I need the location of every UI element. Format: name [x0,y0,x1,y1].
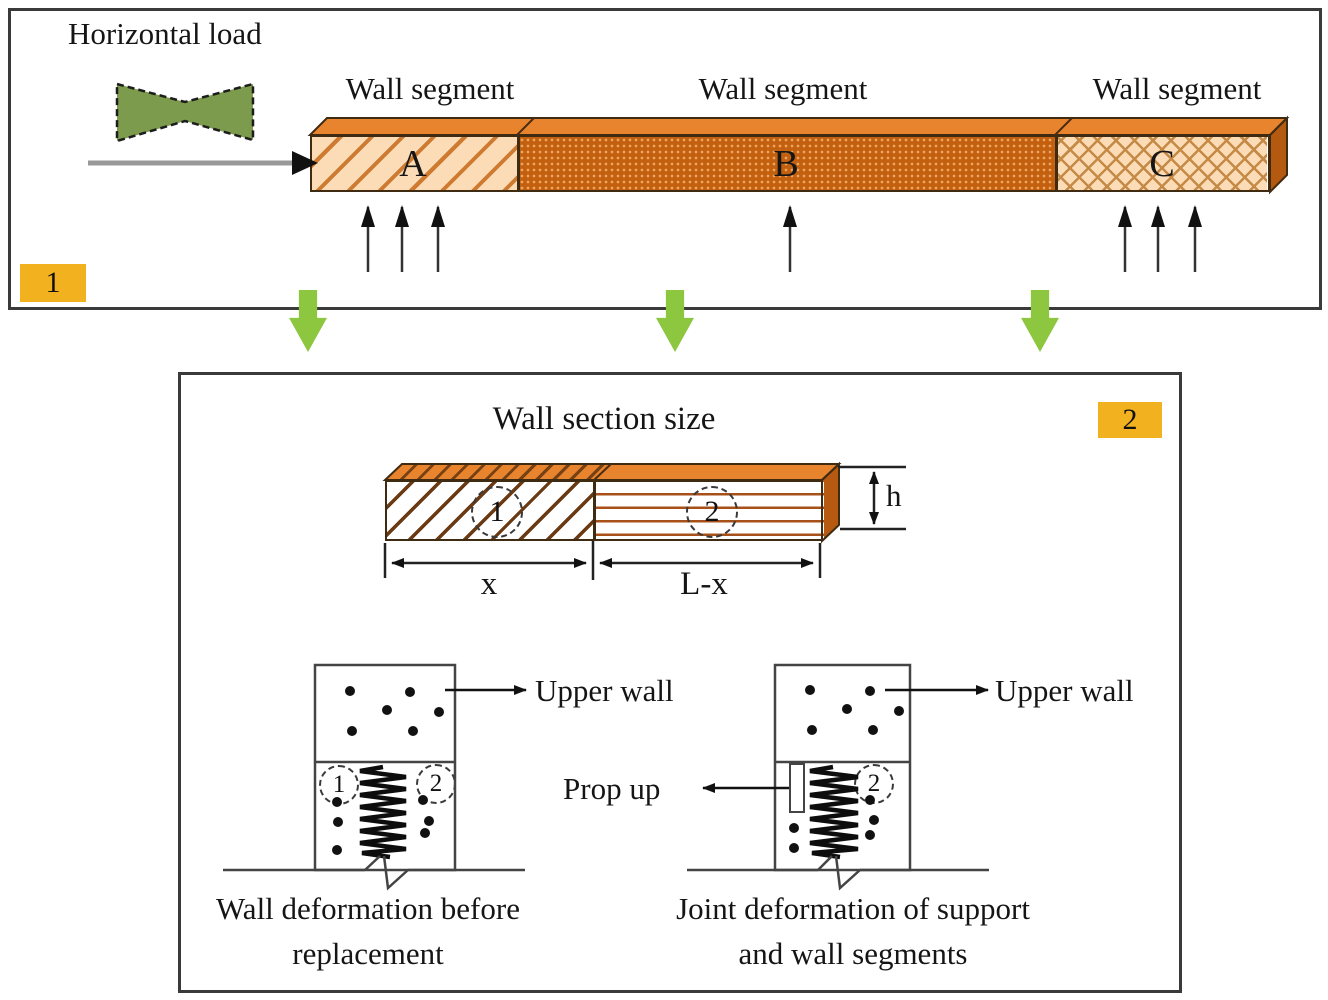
segment-letter-c: C [1149,143,1175,185]
wall-section-size-title: Wall section size [492,401,716,437]
prop-support [789,763,805,813]
section-bar-top-outline [382,463,842,481]
section-bar-top-face-1 [385,464,610,480]
right-ground [687,855,989,891]
wall-segment-a [312,137,519,190]
wall-segment-label-b: Wall segment [698,71,868,106]
horizontal-load-label: Horizontal load [68,16,262,51]
section-bar-top-face-2 [593,464,839,480]
wall-bar-top-face [310,118,1287,135]
segment-divider-ab [517,137,520,190]
bar-side-outline [1269,115,1288,195]
wall-bar-front [310,135,1270,192]
panel-2-number-badge: 2 [1098,402,1162,438]
left-lower-dots [332,795,434,855]
segment-divider-bc [1055,137,1058,190]
section-bar-side-face [822,464,839,541]
bar-top-outline [307,117,1290,136]
segment-letter-a: A [399,143,427,185]
section-circle-2: 2 [686,486,738,538]
right-figure-caption-line2: and wall segments [738,936,968,971]
section-bar-side-outline [821,461,840,544]
left-ground [223,855,525,891]
dimension-lines [383,465,906,580]
dim-label-h: h [886,478,902,513]
right-spring [809,764,859,860]
section-divider [593,482,596,539]
upper-wall-label-left: Upper wall [535,673,674,708]
right-figure-caption-line1: Joint deformation of support [676,891,1030,926]
dim-label-lx: L-x [680,566,728,602]
wall-segment-c [1057,137,1267,190]
left-figure-caption-line1: Wall deformation before [216,891,520,926]
prop-up-label: Prop up [563,771,661,806]
dim-label-x: x [480,566,498,602]
left-spring [359,764,407,860]
right-deformation-figure [687,663,989,891]
section-top-seam [592,463,612,482]
wall-bar-side-face [1270,118,1287,192]
top-seam-bc [1054,117,1073,136]
horizontal-load-arrowhead [292,151,318,175]
panel-1-number-badge: 1 [20,264,86,302]
segment-letter-b: B [773,143,799,185]
support-arrows [361,205,1202,272]
wall-segment-label-a: Wall segment [345,71,515,106]
wall-segment-label-c: Wall segment [1092,71,1262,106]
wall-segment-b [519,137,1057,190]
section-circle-1: 1 [471,486,523,538]
right-lower-dots [789,795,879,853]
left-upper-wall-dots [345,686,444,736]
left-deformation-figure [223,663,527,891]
upper-wall-label-right: Upper wall [995,673,1134,708]
right-upper-wall-dots [805,685,904,735]
top-seam-ab [516,117,535,136]
left-figure-caption-line2: replacement [292,936,444,971]
load-bowtie-icon [115,82,255,143]
